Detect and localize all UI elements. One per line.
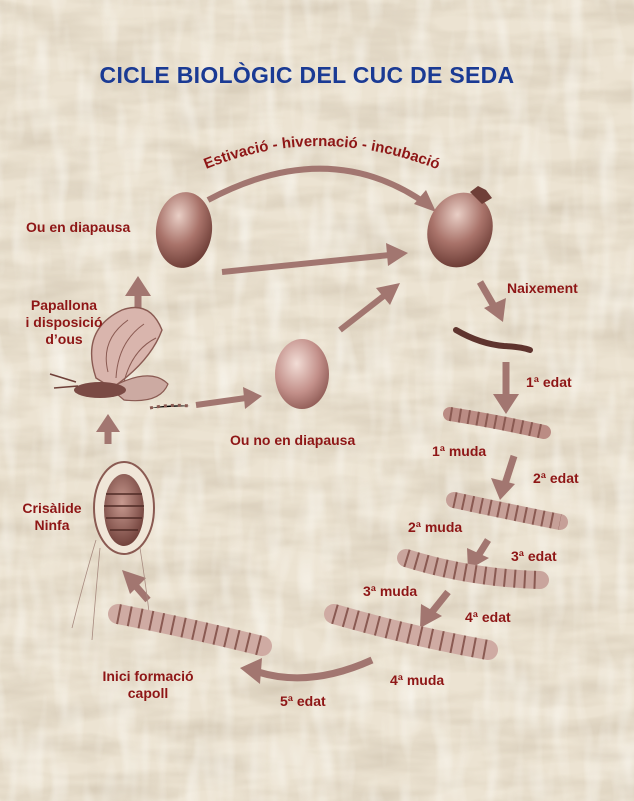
label-edat-3: 3ª edat	[511, 548, 557, 564]
arrow-edat-3	[475, 538, 491, 558]
label-inici-line2: capoll	[127, 685, 169, 701]
label-muda-4: 4ª muda	[390, 672, 445, 688]
arrow-edat-3-head	[467, 548, 489, 570]
egg-non-diapause-illustration	[275, 339, 329, 409]
chrysalis-illustration	[71, 461, 155, 641]
arrow-edat-1-head	[493, 394, 519, 414]
arrow-nondiapause-head	[376, 283, 400, 305]
label-crisalide-line2: Ninfa	[34, 517, 70, 533]
egg-hatching-illustration	[427, 186, 493, 268]
label-papallona: Papallona i disposició d’ous	[18, 297, 110, 348]
butterfly-laying-eggs-illustration	[49, 306, 191, 410]
arrow-arc-top-head	[414, 190, 436, 212]
label-naixement: Naixement	[507, 280, 578, 296]
egg-diapause-illustration	[155, 192, 213, 268]
arrow-nondiapause-to-incubation	[338, 292, 387, 333]
arrow-chrysalis-head	[96, 414, 120, 432]
larva-second-instar-illustration	[446, 492, 568, 530]
label-muda-2: 2ª muda	[408, 519, 463, 535]
label-edat-4: 4ª edat	[465, 609, 511, 625]
larva-newborn-illustration	[453, 327, 533, 353]
label-edat-5: 5ª edat	[280, 693, 326, 709]
arrow-edat-5-head	[240, 658, 262, 684]
label-papallona-line1: Papallona	[30, 297, 98, 313]
label-ou-no-diapausa: Ou no en diapausa	[230, 432, 356, 448]
arrow-butterfly-nondiapause-head	[243, 387, 262, 409]
arrow-cocoon-head	[122, 570, 146, 594]
larva-third-instar-illustration	[397, 549, 549, 589]
arrow-arc-top	[206, 165, 430, 208]
label-edat-1: 1ª edat	[526, 374, 572, 390]
label-muda-3: 3ª muda	[363, 583, 418, 599]
arrow-edat-2	[501, 454, 518, 486]
page-title: CICLE BIOLÒGIC DEL CUC DE SEDA	[99, 62, 515, 88]
label-inici-formacio: Inici formació capoll	[84, 668, 212, 702]
arrow-edat-4-head	[420, 604, 442, 628]
larva-fifth-instar-illustration	[108, 604, 272, 656]
arrow-diapause-to-incubation	[221, 252, 391, 275]
arrow-edat-2-head	[491, 478, 515, 500]
label-papallona-line2: i disposició	[25, 314, 103, 330]
arrow-butterfly-egg-head	[125, 276, 151, 296]
label-ou-diapausa: Ou en diapausa	[26, 219, 131, 235]
arrow-naixement-head	[484, 298, 506, 322]
label-crisalide-line1: Crisàlide	[22, 500, 82, 516]
arrow-edat-4	[429, 589, 451, 615]
label-inici-line1: Inici formació	[102, 668, 194, 684]
label-muda-1: 1ª muda	[432, 443, 487, 459]
label-crisalide: Crisàlide Ninfa	[14, 500, 90, 534]
cycle-arrows	[96, 165, 519, 684]
arrow-edat-5	[256, 656, 374, 682]
larva-fourth-instar-illustration	[324, 604, 498, 660]
arrow-butterfly-to-nondiapause	[195, 395, 247, 408]
label-papallona-line3: d’ous	[45, 331, 83, 347]
label-edat-2: 2ª edat	[533, 470, 579, 486]
arrow-diapause-head	[386, 243, 408, 266]
arrow-naixement	[476, 280, 499, 310]
larva-first-instar-illustration	[443, 407, 551, 439]
